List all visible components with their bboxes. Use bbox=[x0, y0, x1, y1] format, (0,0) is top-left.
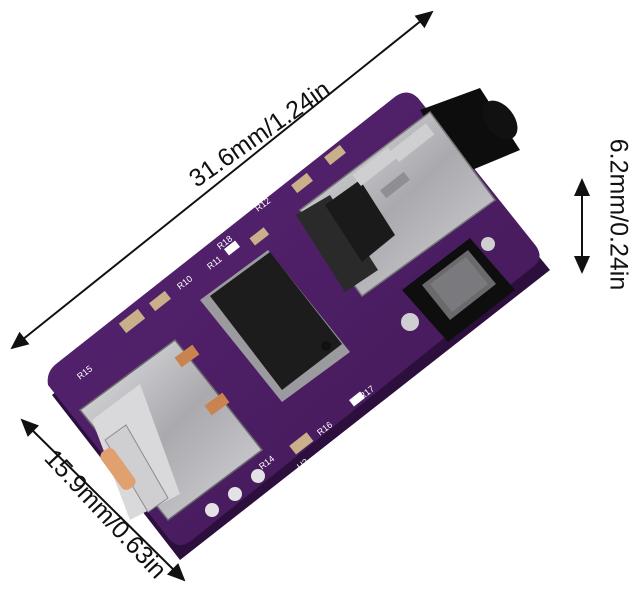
ic-chip bbox=[200, 250, 350, 402]
audio-jack bbox=[296, 88, 520, 298]
silkscreen-label: R13 bbox=[347, 102, 366, 120]
width-arrow bbox=[20, 418, 186, 582]
push-button bbox=[401, 237, 515, 342]
smd-components bbox=[118, 144, 365, 517]
usb-c-port bbox=[78, 338, 264, 522]
height-label: 6.2mm/0.24in bbox=[604, 138, 633, 291]
length-arrow bbox=[10, 10, 434, 350]
